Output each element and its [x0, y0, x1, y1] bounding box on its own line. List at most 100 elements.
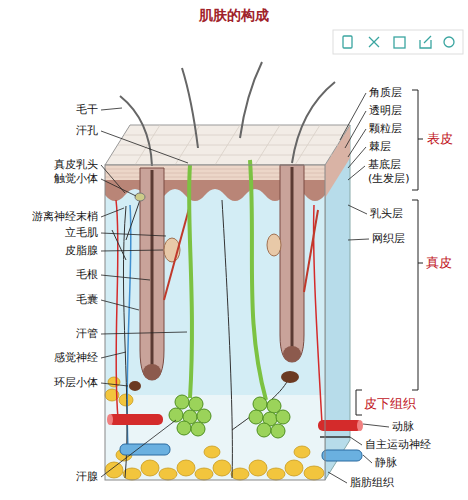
- toolbar-part: [394, 37, 405, 48]
- leader-lines-part: [101, 208, 124, 217]
- leader-lines-part: [101, 383, 128, 386]
- leader-lines-part: [101, 420, 176, 477]
- part-label: 皮脂腺: [65, 244, 98, 258]
- leader-lines-part: [348, 129, 366, 157]
- part-label: 颗粒层: [369, 122, 402, 136]
- skin-block-part: [105, 125, 350, 165]
- part-label: 真皮: [426, 255, 452, 271]
- part-label: 基底层 (生发层): [368, 158, 414, 186]
- leader-lines-part: [101, 352, 126, 358]
- leader-lines-part: [348, 147, 366, 168]
- leader-lines-part: [101, 131, 188, 163]
- fat-tissue-part: [195, 468, 213, 480]
- part-label: 皮下组织: [364, 396, 416, 412]
- leader-lines-part: [101, 332, 187, 334]
- nerves-part: [222, 200, 232, 478]
- sweat-glands-part-part: [249, 410, 263, 424]
- corpuscles-part: [281, 371, 299, 383]
- block-outline: [105, 165, 325, 480]
- skin-block-part: [112, 125, 344, 165]
- fat-tissue-part: [141, 460, 159, 476]
- toolbar-part: [333, 30, 463, 54]
- leader-lines-part: [348, 239, 369, 240]
- fat-tissue-part: [231, 468, 249, 480]
- hair-part: [304, 210, 318, 292]
- blood-vessels-thin-part: [314, 205, 322, 424]
- leader-lines-part: [101, 300, 139, 310]
- sweat-glands-part-part: [253, 397, 267, 411]
- fat-tissue-part: [108, 377, 120, 387]
- part-label: 乳头层: [370, 207, 403, 221]
- leader-lines-part: [345, 111, 366, 148]
- sweat-glands-part-part: [197, 409, 211, 423]
- leader-lines-part: [101, 275, 150, 280]
- vessels-part: [120, 444, 170, 455]
- leader-lines: [101, 93, 389, 483]
- corpuscles-part: [129, 381, 141, 391]
- nerves-part: [123, 206, 127, 478]
- brackets: [356, 90, 423, 415]
- brackets-part: [356, 390, 362, 415]
- part-label: 棘层: [369, 140, 391, 154]
- leader-lines-part: [101, 233, 166, 236]
- blood-vessels-thin-part: [127, 205, 131, 448]
- hair-part: [267, 234, 281, 256]
- part-label: 毛根: [76, 268, 98, 282]
- fat-tissue-part: [204, 446, 220, 458]
- sweat-glands-part: [250, 160, 266, 400]
- fat-tissue-part: [177, 460, 195, 476]
- leader-lines-part: [363, 424, 389, 427]
- leader-lines-part: [328, 472, 347, 483]
- sweat-glands-part-part: [177, 421, 191, 435]
- part-label: 表皮: [427, 131, 453, 147]
- corpuscles: [129, 193, 299, 391]
- sweat-glands-part: [189, 165, 192, 398]
- vessels-part: [322, 450, 362, 461]
- diagram-title: 肌肤的构成: [0, 6, 468, 24]
- fat-tissue-part: [285, 460, 303, 476]
- skin-block: [105, 125, 350, 480]
- hair-part-part: [182, 68, 198, 148]
- hair-part: [120, 62, 335, 166]
- hair-part-part: [120, 96, 152, 166]
- brackets-part: [412, 200, 423, 390]
- hair: [120, 62, 335, 380]
- leader-lines-part: [340, 93, 366, 140]
- fat-tissue-part: [159, 468, 177, 480]
- toolbar: [333, 30, 463, 54]
- part-label: 静脉: [375, 456, 397, 470]
- part-label: 透明层: [369, 104, 402, 118]
- hair-part-part: [292, 82, 335, 163]
- leader-lines-part: [101, 250, 163, 251]
- hair-part: [143, 364, 161, 380]
- hair-part: [280, 165, 304, 362]
- part-label: 网织层: [372, 232, 405, 246]
- part-label: 脂肪组织: [350, 476, 394, 490]
- part-label: 真皮乳头: [54, 158, 98, 172]
- part-label: 触觉小体: [54, 172, 98, 186]
- part-label: 游离神经末梢: [32, 210, 98, 224]
- hair-part: [164, 205, 190, 300]
- sweat-glands-part: [169, 395, 290, 438]
- leader-lines-part: [101, 108, 122, 110]
- hair-part: [151, 170, 154, 368]
- part-label: 环层小体: [54, 376, 98, 390]
- vessels-part: [357, 420, 363, 431]
- skin-block-part: [105, 395, 325, 480]
- brackets-part: [412, 90, 423, 190]
- part-label: 汗孔: [76, 124, 98, 138]
- part-label: 汗腺: [76, 470, 98, 484]
- blood-vessels-thin-part: [116, 200, 118, 418]
- sweat-glands: [169, 160, 290, 438]
- fat-tissue-part: [294, 446, 310, 458]
- toolbar-part: [444, 37, 454, 47]
- sweat-glands-part-part: [191, 422, 205, 436]
- toolbar-part: [420, 36, 431, 48]
- sweat-glands-part-part: [257, 423, 271, 437]
- fat-tissue-part: [249, 460, 267, 476]
- hair-part: [291, 167, 294, 350]
- fat-tissue: [105, 377, 324, 480]
- part-label: 自主运动神经: [365, 438, 431, 452]
- sweat-glands-part-part: [276, 410, 290, 424]
